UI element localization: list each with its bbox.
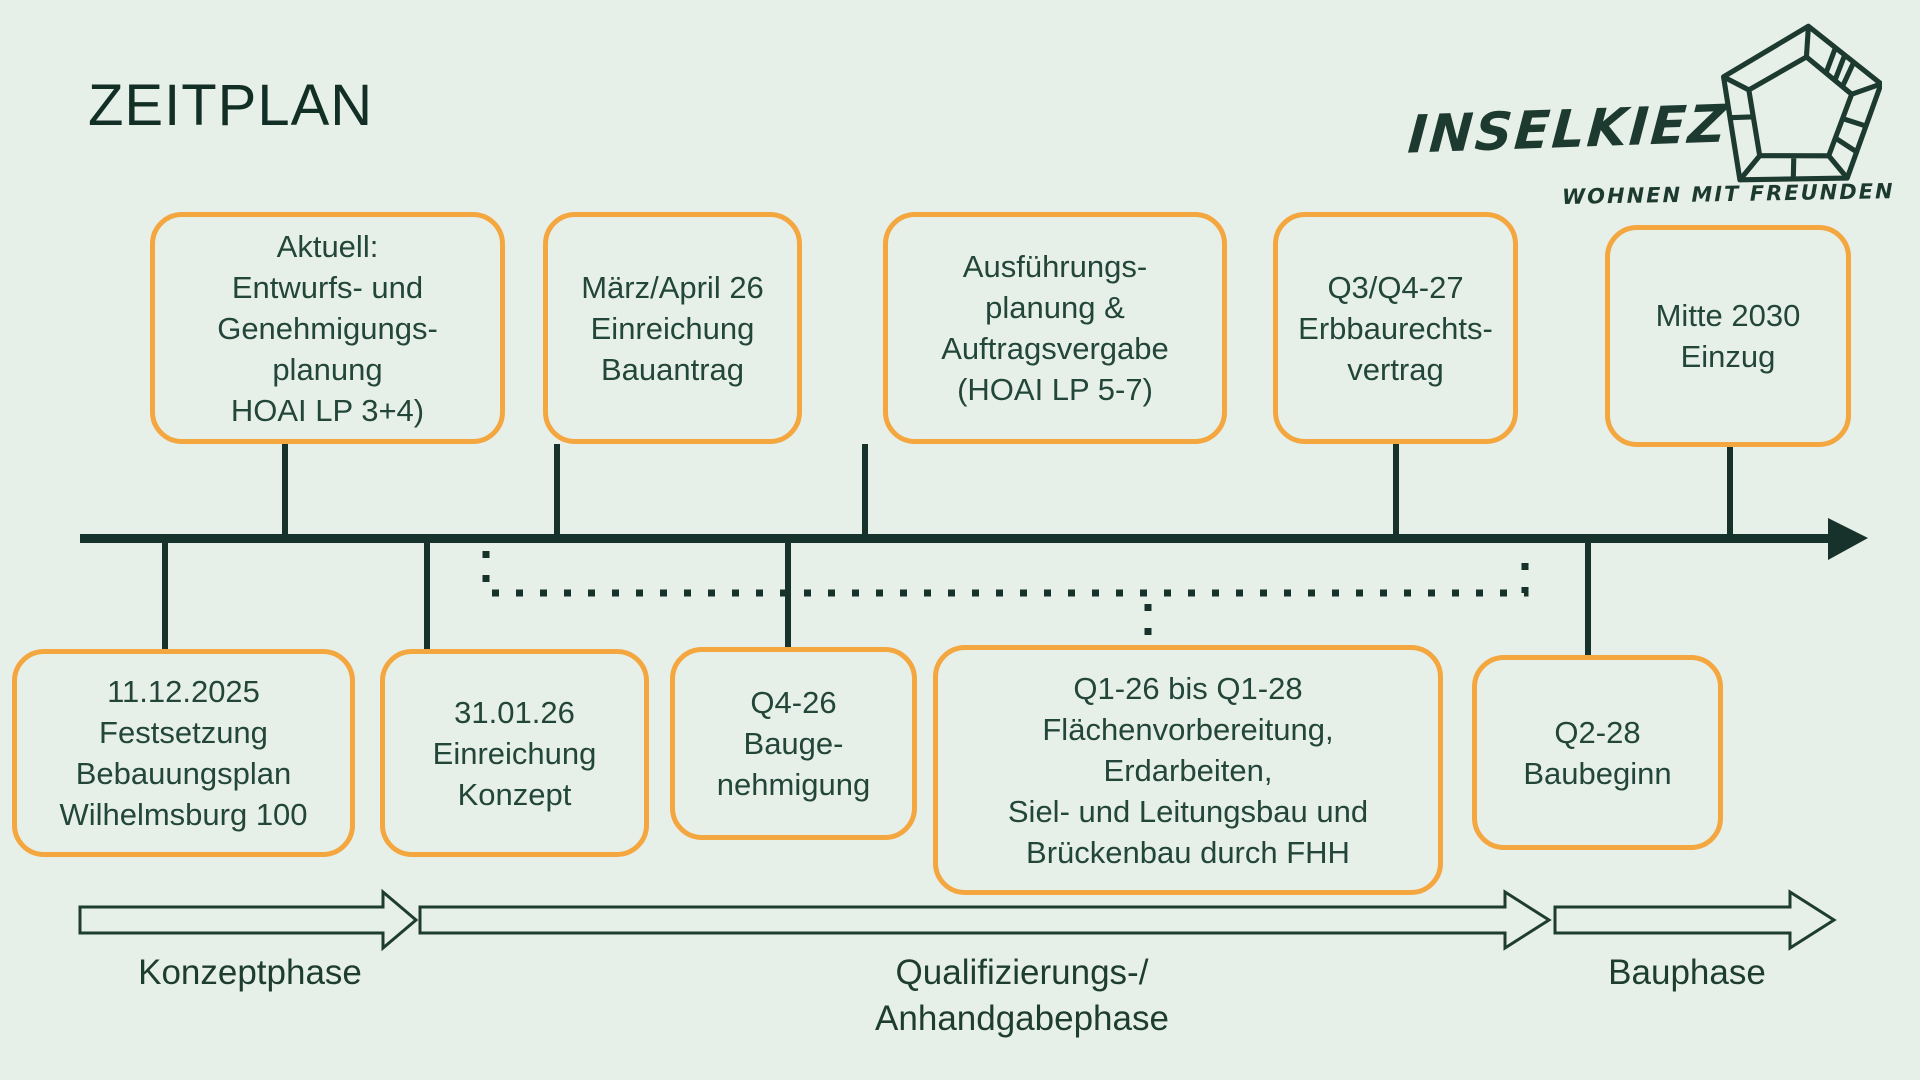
phase-label-qualifizierungsphase: Qualifizierungs-/ Anhandgabephase	[875, 953, 1169, 1038]
top-connectors	[282, 444, 1733, 536]
phase-arrow-bauphase	[1553, 889, 1837, 951]
milestone-box-top-4: Q3/Q4-27 Erbbaurechts- vertrag	[1273, 212, 1518, 444]
milestone-box-top-2: März/April 26 Einreichung Bauantrag	[543, 212, 802, 444]
milestone-box-bottom-4: Q1-26 bis Q1-28 Flächenvorbereitung, Erd…	[933, 645, 1443, 895]
milestone-box-bottom-3: Q4-26 Bauge- nehmigung	[670, 647, 917, 840]
dotted-bracket-path	[482, 548, 1529, 597]
dotted-duration-bracket	[482, 548, 1529, 646]
pentagon-floorplan-icon	[1720, 23, 1882, 183]
timeline-axis	[80, 534, 1834, 543]
phase-label-bauphase: Bauphase	[1608, 953, 1766, 992]
milestone-box-top-3: Ausführungs- planung & Auftragsvergabe (…	[883, 212, 1227, 444]
bottom-connectors	[162, 541, 1591, 657]
milestone-box-bottom-1: 11.12.2025 Festsetzung Bebauungsplan Wil…	[12, 649, 355, 857]
milestone-box-top-1: Aktuell: Entwurfs- und Genehmigungs- pla…	[150, 212, 505, 444]
phase-arrows	[78, 888, 1837, 952]
milestone-box-bottom-2: 31.01.26 Einreichung Konzept	[380, 649, 649, 857]
logo-wordmark: INSELKIEZ	[1405, 94, 1730, 166]
milestone-box-top-5: Mitte 2030 Einzug	[1605, 225, 1851, 447]
phase-arrow-qualifizierungsphase	[418, 889, 1552, 951]
milestone-box-bottom-5: Q2-28 Baubeginn	[1472, 655, 1723, 850]
timeline-arrowhead-icon	[1828, 518, 1868, 560]
phase-label-konzeptphase: Konzeptphase	[138, 953, 362, 992]
page-title: ZEITPLAN	[88, 73, 374, 138]
phase-arrow-konzeptphase	[78, 888, 419, 952]
